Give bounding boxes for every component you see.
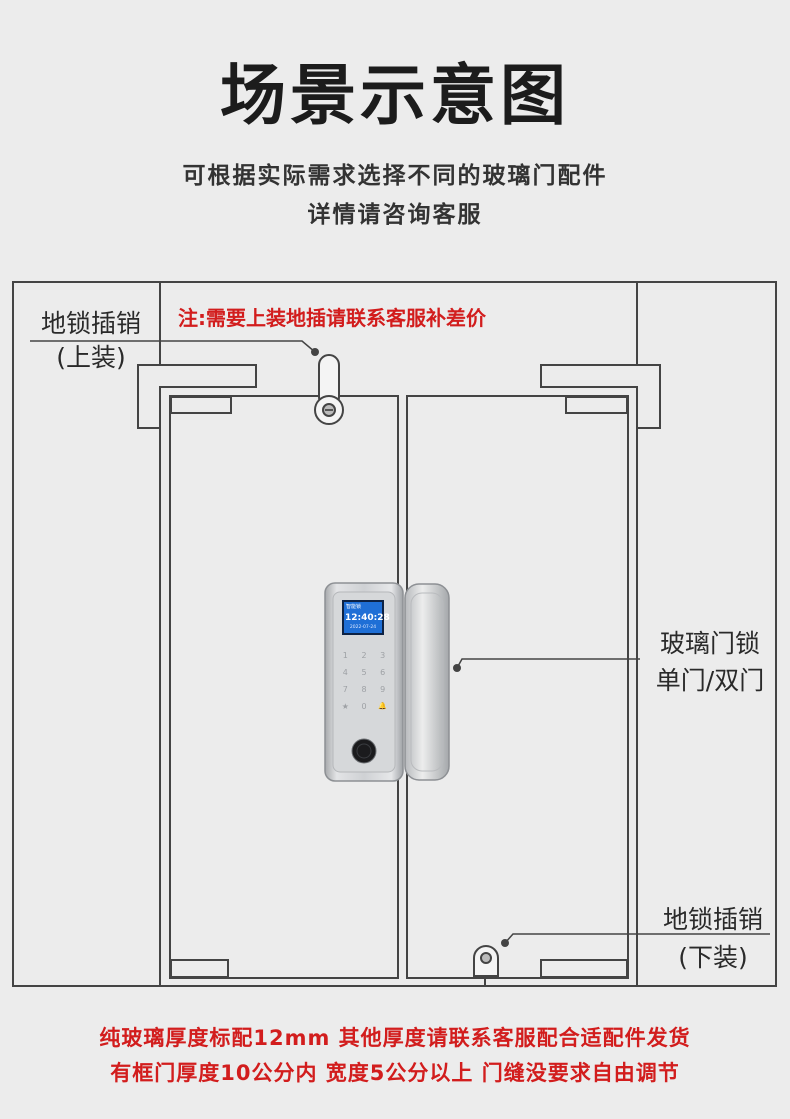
glass-door-lock	[324, 582, 450, 782]
top-floor-bolt	[314, 354, 344, 425]
keypad-key[interactable]: 5	[361, 668, 367, 677]
lock-keypad: 1 2 3 4 5 6 7 8 9 ★ 0 🔔	[336, 651, 392, 711]
keypad-key[interactable]: 8	[361, 685, 367, 694]
top-bolt-callout-dot	[311, 348, 319, 356]
top-bolt-label: 地锁插销 (上装)	[28, 307, 154, 375]
keypad-bell-icon[interactable]: 🔔	[378, 702, 388, 710]
footer-line-1: 纯玻璃厚度标配12mm 其他厚度请联系客服配合适配件发货	[99, 1026, 691, 1050]
subtitle-line-2: 详情请咨询客服	[307, 202, 483, 228]
upper-bolt-note: 注:需要上装地插请联系客服补差价	[178, 306, 486, 330]
lock-screen-date: 2022-07-24	[349, 625, 377, 630]
lock-label-line1: 玻璃门锁	[659, 629, 760, 658]
page-title: 场景示意图	[220, 57, 570, 134]
footer-line-2: 有框门厚度10公分内 宽度5公分以上 门缝没要求自由调节	[110, 1061, 680, 1085]
fingerprint-sensor-icon	[351, 738, 377, 764]
keypad-key[interactable]: 3	[380, 651, 386, 660]
keypad-key[interactable]: 1	[342, 651, 348, 660]
lock-screen-header: 智能锁	[346, 604, 362, 610]
bottom-bolt-label-line2: (下装)	[678, 943, 748, 972]
lock-label-line2: 单门/双门	[655, 666, 765, 695]
lock-callout-dot	[453, 664, 461, 672]
lock-label: 玻璃门锁 单门/双门	[640, 625, 780, 699]
bottom-bolt-label: 地锁插销 (下装)	[646, 901, 780, 977]
bottom-bolt-label-line1: 地锁插销	[662, 905, 763, 934]
lock-screen-time: 12:40:28	[345, 613, 390, 623]
bottom-bolt-callout-dot	[501, 939, 509, 947]
top-bolt-label-line2: (上装)	[56, 343, 126, 372]
top-bolt-label-line1: 地锁插销	[40, 309, 141, 338]
keypad-key-star[interactable]: ★	[341, 702, 349, 711]
keypad-key[interactable]: 4	[342, 668, 348, 677]
keypad-key[interactable]: 6	[380, 668, 386, 677]
keypad-key[interactable]: 0	[361, 702, 367, 711]
subtitle-line-1: 可根据实际需求选择不同的玻璃门配件	[182, 163, 608, 189]
keypad-key[interactable]: 9	[380, 685, 386, 694]
bottom-floor-bolt	[473, 945, 499, 977]
keypad-key[interactable]: 2	[361, 651, 367, 660]
keypad-key[interactable]: 7	[342, 685, 348, 694]
